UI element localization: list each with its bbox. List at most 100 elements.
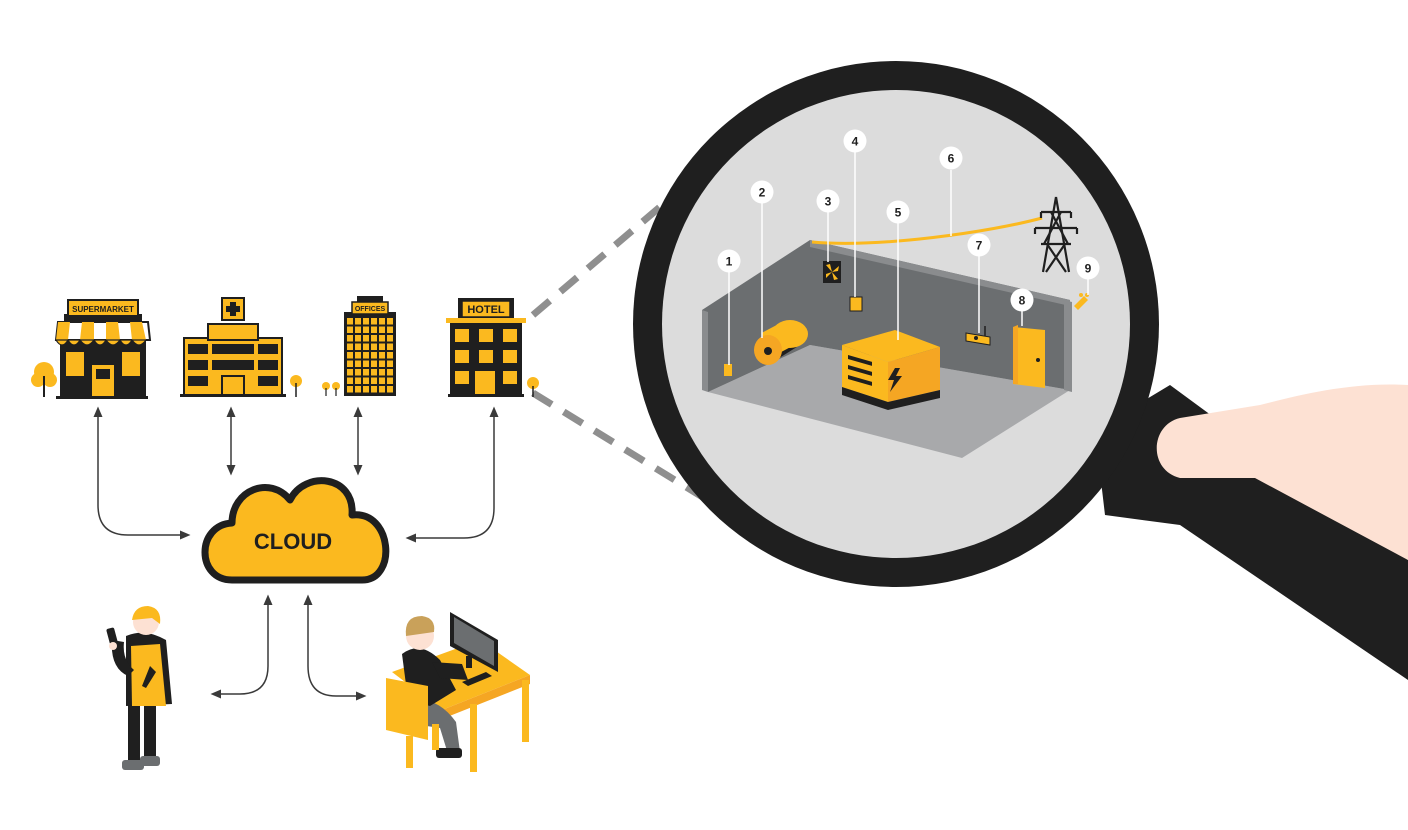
door-icon (1013, 325, 1045, 388)
office-window (387, 386, 393, 393)
zoom-line-bottom (531, 390, 742, 523)
office-window (387, 326, 393, 333)
room-wall-right-edge (1064, 300, 1072, 392)
office-window (371, 318, 377, 325)
magnifier: 1 2 3 4 5 6 7 8 9 (530, 61, 1408, 680)
callout-2: 2 (750, 180, 774, 204)
office-window (355, 377, 361, 384)
control-unit-icon (965, 326, 991, 346)
callout-3: 3 (816, 189, 840, 213)
hotel-building: HOTEL (446, 298, 526, 397)
arrow-cloud-technician (210, 594, 273, 699)
svg-text:9: 9 (1085, 262, 1092, 276)
office-window (387, 318, 393, 325)
office-window (347, 318, 353, 325)
office-window (347, 326, 353, 333)
cloud-label: CLOUD (254, 529, 332, 554)
office-window (379, 326, 385, 333)
office-window (387, 360, 393, 367)
callout-lines (728, 152, 1089, 365)
sensor-4-icon (849, 296, 863, 312)
operator-at-desk (386, 612, 530, 772)
office-window (371, 369, 377, 376)
office-window (371, 377, 377, 384)
office-window (379, 377, 385, 384)
svg-text:1: 1 (726, 255, 733, 269)
callouts: 1 2 3 4 5 6 7 8 9 (717, 129, 1100, 312)
office-window (347, 343, 353, 350)
sensor-9-icon (1074, 293, 1089, 310)
office-window (379, 343, 385, 350)
office-window (379, 360, 385, 367)
power-cable (811, 216, 1043, 245)
office-window (363, 369, 369, 376)
office-window (355, 326, 361, 333)
office-window (379, 352, 385, 359)
tree-icon (322, 382, 340, 396)
office-window (371, 352, 377, 359)
office-window (347, 386, 353, 393)
power-pylon-icon (1033, 196, 1079, 273)
hotel-sign: HOTEL (467, 304, 505, 316)
generator-icon (842, 330, 940, 410)
hand (1156, 384, 1408, 560)
office-window (371, 335, 377, 342)
arrow-supermarket-cloud (93, 406, 191, 540)
callout-4: 4 (843, 129, 867, 153)
technician-figure (106, 606, 172, 770)
sensor-1-icon (724, 364, 732, 376)
svg-text:7: 7 (976, 239, 983, 253)
office-window (371, 360, 377, 367)
office-window (387, 335, 393, 342)
office-window (347, 352, 353, 359)
supermarket-building: SUPERMARKET (54, 299, 152, 399)
ventilation-fan-icon (823, 261, 841, 283)
office-window (387, 343, 393, 350)
office-window (379, 386, 385, 393)
svg-text:4: 4 (852, 135, 859, 149)
office-window (347, 335, 353, 342)
callout-6: 6 (939, 146, 963, 170)
offices-sign: OFFICES (355, 306, 386, 313)
office-window (355, 343, 361, 350)
office-window (347, 377, 353, 384)
room-wall-left-edge (702, 310, 708, 392)
tree-icon (290, 375, 302, 397)
svg-text:6: 6 (948, 152, 955, 166)
callout-5: 5 (886, 200, 910, 224)
office-window (387, 369, 393, 376)
office-window (379, 369, 385, 376)
office-window (363, 318, 369, 325)
svg-text:5: 5 (895, 206, 902, 220)
office-window (355, 386, 361, 393)
office-window (355, 352, 361, 359)
office-window (355, 335, 361, 342)
svg-text:2: 2 (759, 186, 766, 200)
svg-text:3: 3 (825, 195, 832, 209)
tree-icon (31, 362, 57, 397)
office-window (347, 360, 353, 367)
office-window (387, 377, 393, 384)
office-window (355, 369, 361, 376)
callout-9: 9 (1076, 256, 1100, 280)
office-window (363, 343, 369, 350)
office-window (371, 386, 377, 393)
svg-text:8: 8 (1019, 294, 1026, 308)
room-wall-back-edge (810, 240, 1070, 306)
cloud-icon: CLOUD (201, 477, 390, 584)
office-window (363, 352, 369, 359)
callout-7: 7 (967, 233, 991, 257)
office-window (371, 343, 377, 350)
office-window (363, 335, 369, 342)
office-window (363, 377, 369, 384)
tree-icon (527, 377, 539, 397)
office-windows (347, 318, 393, 393)
zoom-line-top (530, 187, 683, 318)
monitor-icon (450, 612, 498, 672)
arrow-hotel-cloud (405, 406, 499, 543)
supermarket-sign: SUPERMARKET (72, 305, 134, 314)
callout-1: 1 (717, 249, 741, 273)
office-window (379, 318, 385, 325)
office-window (355, 360, 361, 367)
